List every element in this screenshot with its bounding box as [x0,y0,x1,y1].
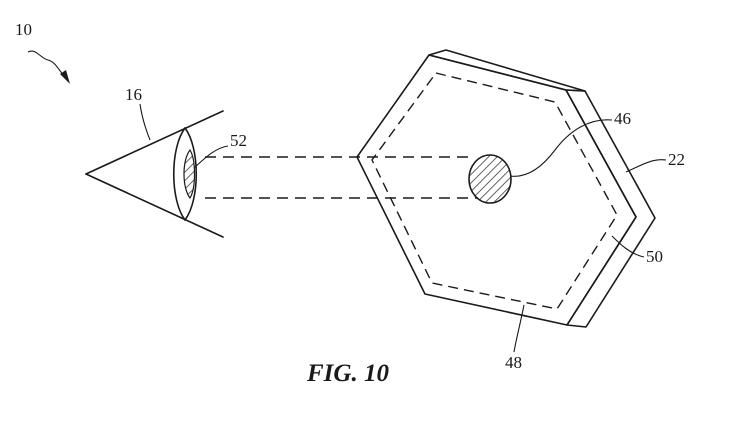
leader-52 [193,145,229,169]
leader-16 [139,103,151,141]
dashed-border [371,72,618,310]
leader-46 [509,119,613,177]
label-48: 48 [505,353,522,372]
label-46: 46 [614,109,631,128]
leader-22 [625,159,667,173]
leader-50 [611,235,645,258]
label-16: 16 [125,85,142,104]
eye-icon [85,110,224,238]
label-50: 50 [646,247,663,266]
label-52: 52 [230,131,247,150]
gaze-beam [205,156,478,199]
arrowhead-10 [60,70,70,84]
hatched-spot [468,154,512,204]
label-10: 10 [15,20,32,39]
pupil-hatched-icon [183,148,196,200]
leader-arrow-10 [27,50,67,79]
system-reference: 10 [15,20,70,84]
figure-caption: FIG. 10 [306,360,389,387]
leader-48 [513,304,525,353]
hexagonal-device [356,49,656,328]
label-22: 22 [668,150,685,169]
